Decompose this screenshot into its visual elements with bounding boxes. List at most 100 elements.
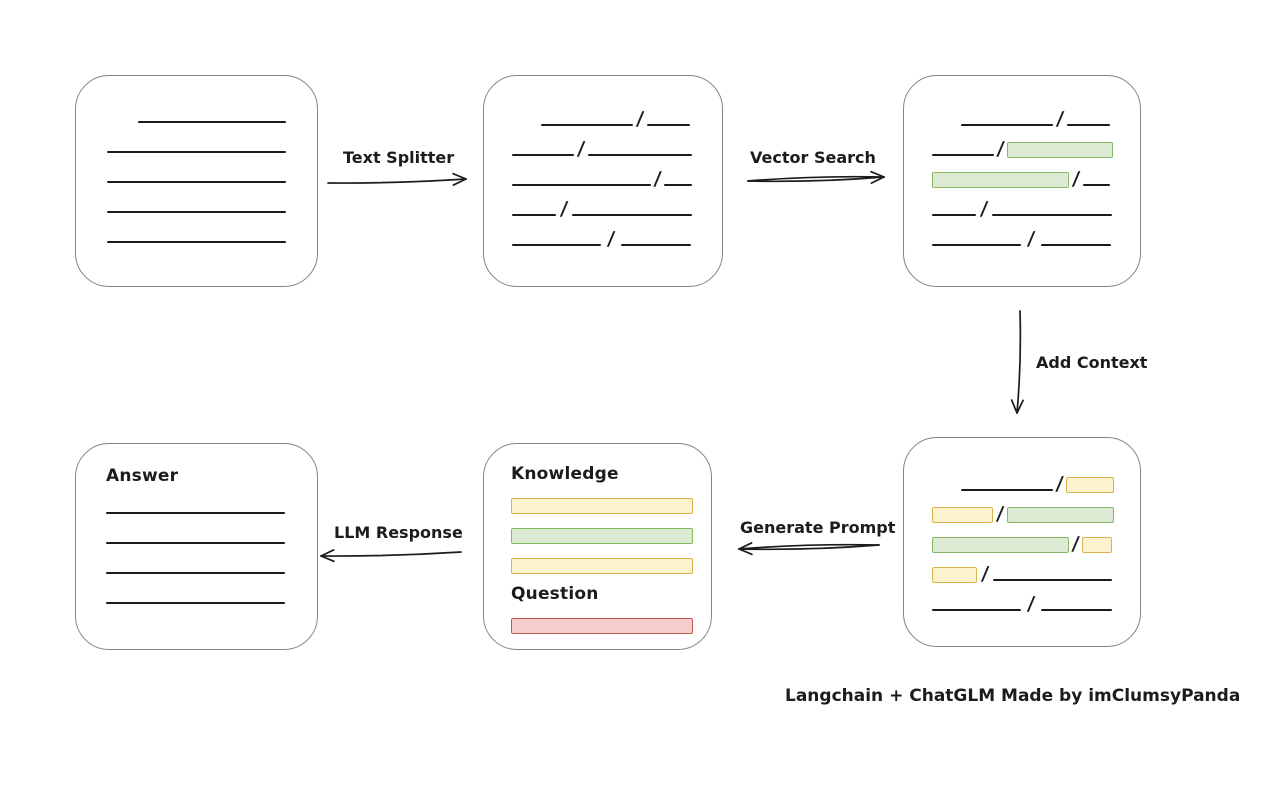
box-row: /: [932, 130, 1140, 160]
text-line: [512, 244, 601, 246]
text-line: [512, 184, 651, 186]
text-splitter-arrow: [327, 172, 467, 186]
slash-mark: /: [995, 503, 1005, 525]
text-line: [664, 184, 692, 186]
yellow-highlight-bar: [1082, 537, 1112, 553]
answer-label: Answer: [106, 466, 179, 486]
vector-search-result-box: /////: [903, 75, 1141, 287]
text-line: [588, 154, 692, 156]
box-row: /: [512, 130, 722, 160]
slash-mark: /: [652, 168, 663, 190]
box-row: Knowledge: [511, 456, 711, 486]
box-row: /: [932, 555, 1140, 585]
yellow-highlight-bar: [932, 567, 977, 583]
slash-mark: /: [606, 228, 616, 250]
green-highlight-bar: [1007, 507, 1114, 523]
box-row: /: [932, 495, 1140, 525]
text-splitter-label: Text Splitter: [343, 148, 455, 167]
source-document-box: [75, 75, 318, 287]
text-line: [512, 214, 556, 216]
text-line: [1041, 609, 1112, 611]
vector-search-arrow: [747, 170, 885, 184]
slash-mark: /: [576, 138, 586, 160]
box-row: [511, 606, 711, 636]
yellow-highlight-bar: [1066, 477, 1114, 493]
add-context-arrow: [1010, 310, 1024, 414]
box-row: [106, 578, 317, 608]
spacer: [512, 129, 541, 130]
context-chunks-box: /////: [903, 437, 1141, 647]
spacer: [932, 129, 961, 130]
box-row: /: [932, 585, 1140, 615]
box-row: /: [512, 100, 722, 130]
text-line: [106, 542, 285, 544]
box-row: [511, 546, 711, 576]
box-row: /: [932, 465, 1140, 495]
generate-prompt-arrow: [738, 542, 880, 556]
text-line: [107, 151, 286, 153]
box-row: /: [932, 525, 1140, 555]
yellow-highlight-bar: [511, 498, 693, 514]
slash-mark: /: [980, 563, 990, 585]
text-line: [107, 181, 286, 183]
text-line: [961, 124, 1053, 126]
green-highlight-bar: [932, 537, 1069, 553]
vector-search-label: Vector Search: [750, 148, 876, 167]
slash-mark: /: [1055, 108, 1065, 130]
text-line: [572, 214, 692, 216]
box-row: Answer: [106, 458, 317, 488]
slash-mark: /: [1054, 473, 1065, 495]
text-line: [647, 124, 690, 126]
llm-response-arrow: [320, 549, 462, 563]
spacer: [932, 494, 961, 495]
split-text-chunks-box: / / / / /: [483, 75, 723, 287]
text-line: [106, 572, 285, 574]
box-row: [106, 548, 317, 578]
box-row: [511, 486, 711, 516]
box-row: /: [932, 160, 1140, 190]
box-row: [107, 187, 317, 217]
text-line: [106, 602, 285, 604]
question-label: Question: [511, 584, 599, 604]
slash-mark: /: [559, 198, 569, 220]
spacer: [107, 126, 138, 127]
box-row: [107, 127, 317, 157]
slash-mark: /: [1070, 533, 1081, 555]
text-line: [961, 489, 1053, 491]
slash-mark: /: [1026, 228, 1036, 250]
box-row: /: [932, 220, 1140, 250]
box-row: /: [512, 160, 722, 190]
slash-mark: /: [635, 108, 645, 130]
box-row: [106, 518, 317, 548]
answer-box: Answer: [75, 443, 318, 650]
text-line: [107, 241, 286, 243]
text-line: [512, 154, 574, 156]
add-context-label: Add Context: [1036, 353, 1148, 372]
text-line: [107, 211, 286, 213]
box-row: [106, 488, 317, 518]
slash-mark: /: [979, 198, 989, 220]
box-row: [107, 217, 317, 247]
slash-mark: /: [995, 138, 1006, 160]
box-row: /: [932, 100, 1140, 130]
llm-response-label: LLM Response: [334, 523, 463, 542]
caption: Langchain + ChatGLM Made by imClumsyPand…: [785, 686, 1241, 706]
text-line: [932, 214, 976, 216]
text-line: [541, 124, 633, 126]
red-question-bar: [511, 618, 693, 634]
text-line: [1083, 184, 1110, 186]
text-line: [621, 244, 691, 246]
text-line: [1067, 124, 1110, 126]
box-row: /: [512, 190, 722, 220]
text-line: [932, 244, 1021, 246]
yellow-highlight-bar: [932, 507, 993, 523]
text-line: [993, 579, 1112, 581]
text-line: [992, 214, 1112, 216]
generate-prompt-label: Generate Prompt: [740, 518, 896, 537]
yellow-highlight-bar: [511, 558, 693, 574]
knowledge-label: Knowledge: [511, 464, 619, 484]
text-line: [1041, 244, 1111, 246]
